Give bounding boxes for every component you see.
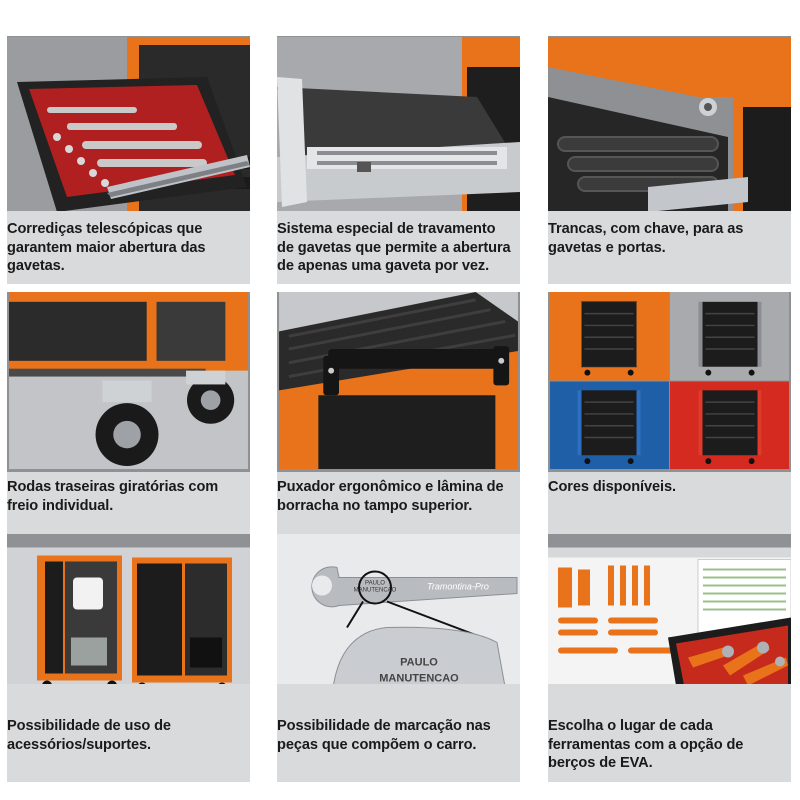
key-locks-photo: [548, 36, 791, 211]
caption: Sistema especial de travamento de gaveta…: [277, 220, 520, 276]
panel-ergonomic-handle: Puxador ergonômico e lâmina de borracha …: [277, 292, 520, 540]
caption-line: Escolha o lugar de cada: [548, 718, 713, 734]
small-name-line2: MANUTENCAO: [354, 588, 397, 594]
large-name-line1: PAULO: [400, 657, 438, 669]
caption: Possibilidade de uso de acessórios/supor…: [7, 717, 250, 754]
panel-available-colors: Cores disponíveis.: [548, 292, 791, 540]
caption: Cores disponíveis.: [548, 478, 791, 497]
brand-text: Tramontina-Pro: [427, 582, 489, 592]
ergonomic-handle-photo: [277, 292, 520, 472]
caption-line: Puxador ergonômico e lâmina de: [277, 479, 504, 495]
small-name-line1: PAULO: [365, 581, 385, 587]
caption-line: freio individual.: [7, 497, 114, 514]
panel-rear-casters: Rodas traseiras giratórias com freio ind…: [7, 292, 250, 540]
caption-line: de gavetas que permite a abertura: [277, 239, 511, 256]
accessories-photo: [7, 534, 250, 684]
caption: Corrediças telescópicas que garantem mai…: [7, 220, 250, 276]
locking-system-photo: [277, 36, 520, 211]
panel-key-locks: Trancas, com chave, para as gavetas e po…: [548, 36, 791, 284]
caption: Puxador ergonômico e lâmina de borracha …: [277, 478, 520, 515]
caption-line: acessórios/suportes.: [7, 736, 152, 753]
caption-line: Rodas traseiras giratórias com: [7, 479, 219, 495]
caption-line: garantem maior abertura das: [7, 239, 206, 256]
panel-locking-system: Sistema especial de travamento de gaveta…: [277, 36, 520, 284]
panel-telescopic-slides: Corrediças telescópicas que garantem mai…: [7, 36, 250, 284]
caption-line: Possibilidade de uso de: [7, 718, 171, 734]
caption-line: borracha no tampo superior.: [277, 497, 473, 514]
caption-line: Possibilidade de marcação nas: [277, 718, 491, 734]
caption-line: Trancas, com chave, para as: [548, 221, 744, 237]
caption: Rodas traseiras giratórias com freio ind…: [7, 478, 250, 515]
caption-line: gavetas.: [7, 258, 65, 274]
available-colors-photo: [548, 292, 791, 472]
large-name-line2: MANUTENCAO: [379, 673, 459, 685]
caption-line: berços de EVA.: [548, 755, 653, 771]
rear-casters-photo: [7, 292, 250, 472]
caption-line: gavetas e portas.: [548, 239, 666, 256]
caption-line: peças que compõem o carro.: [277, 736, 477, 753]
caption: Escolha o lugar de cada ferramentas com …: [548, 717, 791, 773]
panel-eva-trays: Escolha o lugar de cada ferramentas com …: [548, 534, 791, 782]
panel-engraving: Tramontina-Pro PAULO MANUTENCAO PAULO MA…: [277, 534, 520, 782]
caption-line: Cores disponíveis.: [548, 479, 676, 495]
caption: Trancas, com chave, para as gavetas e po…: [548, 220, 791, 257]
telescopic-slides-photo: [7, 36, 250, 211]
engraving-photo: Tramontina-Pro PAULO MANUTENCAO PAULO MA…: [277, 534, 520, 684]
caption-line: Corrediças telescópicas que: [7, 221, 203, 237]
panel-accessories: Possibilidade de uso de acessórios/supor…: [7, 534, 250, 782]
caption-line: ferramentas com a opção de: [548, 736, 744, 753]
eva-trays-photo: [548, 534, 791, 684]
caption: Possibilidade de marcação nas peças que …: [277, 717, 520, 754]
caption-line: de apenas uma gaveta por vez.: [277, 258, 490, 274]
caption-line: Sistema especial de travamento: [277, 221, 496, 237]
